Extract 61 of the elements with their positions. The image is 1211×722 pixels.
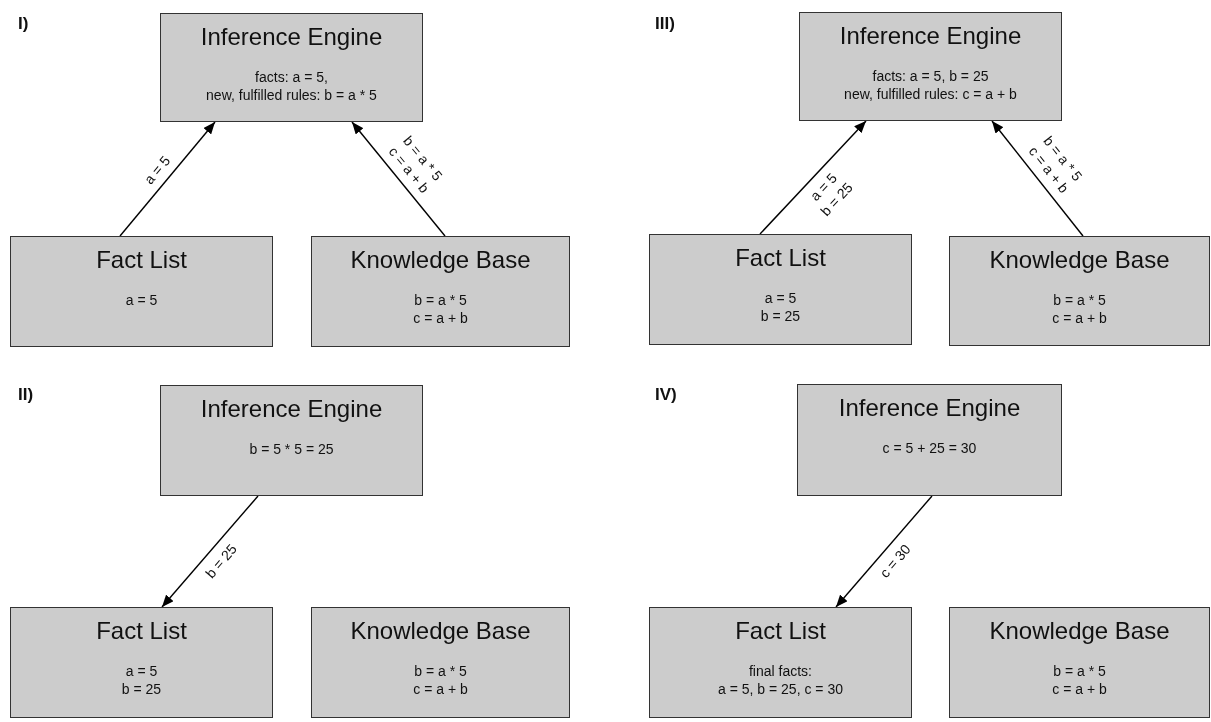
box-text: new, fulfilled rules: c = a + b xyxy=(844,85,1017,103)
box-title: Fact List xyxy=(96,616,187,646)
knowledge-base-box xyxy=(949,236,1210,346)
box-title: Fact List xyxy=(735,616,826,646)
box-title: Fact List xyxy=(96,245,187,275)
box-text: a = 5 xyxy=(764,289,797,307)
box-text: a = 5 xyxy=(125,662,158,680)
box-title: Inference Engine xyxy=(200,22,383,52)
knowledge-base-box xyxy=(311,607,570,718)
inference-engine-box xyxy=(160,13,423,122)
box-title: Inference Engine xyxy=(839,21,1022,51)
box-title: Inference Engine xyxy=(200,394,383,424)
panel-label: I) xyxy=(18,14,29,34)
box-title: Knowledge Base xyxy=(989,616,1170,646)
box-text: b = a * 5 xyxy=(414,662,467,680)
edge-label: b = a * 5 c = a + b xyxy=(1024,132,1087,199)
fact-list-box xyxy=(649,607,912,718)
box-title: Knowledge Base xyxy=(350,245,531,275)
box-text: c = a + b xyxy=(413,680,468,698)
edge-label: c = 30 xyxy=(874,539,915,583)
box-text: b = a * 5 xyxy=(1053,291,1106,309)
box-text: b = a * 5 xyxy=(1053,662,1106,680)
fact-list-box xyxy=(10,607,273,718)
box-text: b = 25 xyxy=(121,680,162,698)
box-text: c = 5 + 25 = 30 xyxy=(882,439,977,457)
edge-label: b = 25 xyxy=(200,539,241,583)
box-text: facts: a = 5, xyxy=(255,68,328,86)
box-text: b = a * 5 xyxy=(414,291,467,309)
box-text: a = 5 xyxy=(125,291,158,309)
arrow xyxy=(991,120,1084,237)
box-title: Fact List xyxy=(735,243,826,273)
arrow xyxy=(161,495,259,608)
box-text: c = a + b xyxy=(1052,309,1107,327)
box-title: Knowledge Base xyxy=(350,616,531,646)
box-text: facts: a = 5, b = 25 xyxy=(872,67,989,85)
panel-label: IV) xyxy=(655,385,677,405)
box-text: c = a + b xyxy=(413,309,468,327)
fact-list-box xyxy=(649,234,912,345)
box-title: Inference Engine xyxy=(838,393,1021,423)
panel-label: III) xyxy=(655,14,675,34)
panel-label: II) xyxy=(18,385,34,405)
arrow xyxy=(835,495,933,608)
knowledge-base-box xyxy=(949,607,1210,718)
box-title: Knowledge Base xyxy=(989,245,1170,275)
arrow xyxy=(119,121,216,237)
edge-label: a = 5 b = 25 xyxy=(805,169,857,221)
inference-engine-box xyxy=(160,385,423,496)
edge-label: a = 5 xyxy=(139,151,174,190)
edge-label: b = a * 5 c = a + b xyxy=(384,132,448,199)
box-text: new, fulfilled rules: b = a * 5 xyxy=(206,86,377,104)
arrow xyxy=(351,121,446,237)
inference-engine-box xyxy=(797,384,1062,496)
box-text: b = 5 * 5 = 25 xyxy=(249,440,334,458)
box-text: c = a + b xyxy=(1052,680,1107,698)
box-text: b = 25 xyxy=(760,307,801,325)
box-text: a = 5, b = 25, c = 30 xyxy=(718,680,843,698)
arrow xyxy=(759,120,867,235)
box-text: final facts: xyxy=(749,662,812,680)
inference-engine-box xyxy=(799,12,1062,121)
fact-list-box xyxy=(10,236,273,347)
knowledge-base-box xyxy=(311,236,570,347)
